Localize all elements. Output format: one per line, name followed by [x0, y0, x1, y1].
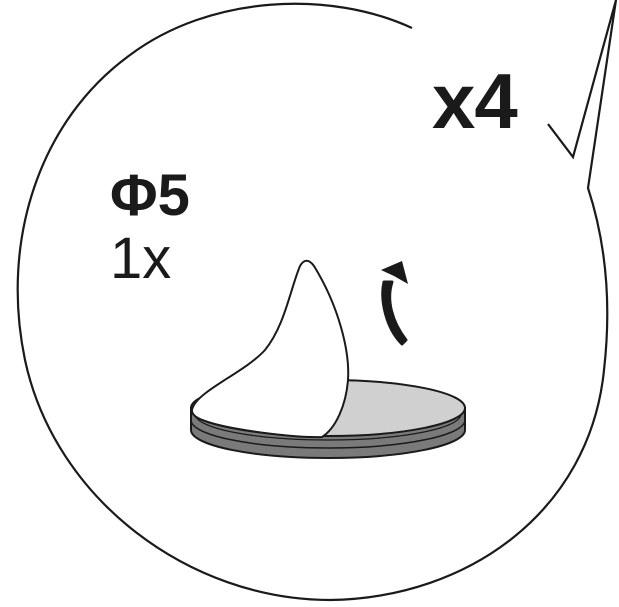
quantity-label: x4 [432, 62, 517, 140]
part-count-label: 1x [110, 230, 171, 288]
round-adhesive-pad-icon [191, 261, 465, 458]
peel-arrow-shaft [383, 282, 406, 344]
part-size-label: Φ5 [110, 167, 190, 225]
curved-up-arrow-icon [381, 261, 408, 344]
peeled-liner [192, 261, 348, 437]
